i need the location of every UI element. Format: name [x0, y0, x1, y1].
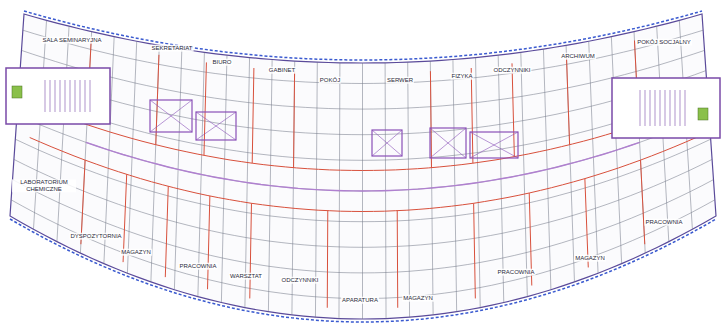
shaft-cross [470, 132, 518, 158]
room-label: SERWER [386, 77, 414, 84]
stair-tread [645, 90, 646, 126]
shaft-cross [430, 128, 466, 158]
stair-tread [680, 90, 681, 126]
grid-arc [13, 180, 714, 273]
corridor-wall [30, 138, 697, 212]
room-label: POKÓJ [319, 77, 341, 84]
partition-wall [474, 203, 476, 298]
stair-tread [660, 90, 661, 126]
shaft-cross [470, 132, 518, 158]
room-label: SEKRETARIAT [151, 45, 194, 52]
room-label: BIURO [211, 59, 232, 66]
room-label: MAGAZYN [120, 249, 152, 256]
partition-wall [327, 211, 329, 308]
stair-tread [45, 80, 46, 112]
grid-arc [11, 200, 715, 299]
stair-tread [640, 90, 641, 126]
stair-tread [75, 80, 76, 112]
partition-wall [471, 68, 473, 163]
stair-tread [85, 80, 86, 112]
shaft-cross [150, 100, 192, 132]
room-label: DYSPOZYTORNIA [69, 233, 122, 240]
partition-wall [397, 211, 399, 308]
partition-wall [250, 203, 252, 298]
room-label: SALA SEMINARYJNA [41, 37, 102, 44]
shaft-cross [150, 100, 192, 132]
room-label: POKÓJ SOCJALNY [636, 39, 692, 46]
stair-tread [655, 90, 656, 126]
stair-tread [70, 80, 71, 112]
facade-line [10, 219, 716, 322]
partition-wall [294, 71, 295, 167]
grid-arc [19, 91, 708, 161]
building-outline [10, 14, 716, 319]
room-label: ARCHIWUM [560, 53, 596, 60]
shaft-box [470, 132, 518, 158]
stair-core [6, 68, 110, 124]
room-label: WARSZTAT [229, 273, 263, 280]
shaft-box [150, 100, 192, 132]
facade-line [24, 11, 702, 60]
grid-line [33, 20, 46, 229]
room-label: PRACOWNIA [178, 263, 217, 270]
partition-wall [566, 55, 569, 145]
room-label: PRACOWNIA [644, 219, 683, 226]
room-label: GABINET [268, 67, 296, 74]
stair-tread [60, 80, 61, 112]
core-marker [12, 86, 22, 98]
shaft-box [372, 130, 402, 156]
stair-tread [670, 90, 671, 126]
stair-tread [650, 90, 651, 126]
room-label: ODCZYNNIKI [280, 277, 319, 284]
grid-arc [15, 139, 710, 222]
grid-arc [20, 71, 706, 135]
room-label: APARATURA [341, 297, 379, 304]
shaft-box [196, 112, 236, 140]
stair-tread [55, 80, 56, 112]
stair-core [612, 78, 720, 138]
grid-arc [17, 115, 709, 191]
grid-arc [14, 159, 712, 247]
shaft-cross [196, 112, 236, 140]
grid-arc [23, 30, 703, 83]
shaft-cross [196, 112, 236, 140]
shaft-cross [372, 130, 402, 156]
stair-tread [675, 90, 676, 126]
partition-wall [208, 196, 210, 289]
shaft-cross [372, 130, 402, 156]
core-marker [698, 108, 708, 120]
room-label: MAGAZYN [574, 255, 606, 262]
stair-tread [90, 80, 91, 112]
room-label: FIZYKA [450, 73, 473, 80]
room-label: ODCZYNNIKI [492, 67, 531, 74]
corridor-axis [86, 142, 640, 191]
partition-wall [165, 186, 168, 277]
stair-tread [80, 80, 81, 112]
grid-arc [22, 50, 705, 109]
shaft-box [430, 128, 466, 158]
corridor-wall [32, 105, 694, 171]
stair-tread [665, 90, 666, 126]
room-label: MAGAZYN [402, 295, 434, 302]
partition-wall [81, 160, 85, 244]
room-label: LABORATORIUM CHEMICZNE [12, 179, 76, 192]
partition-wall [512, 63, 514, 156]
room-label: PRACOWNIA [496, 269, 535, 276]
shaft-cross [430, 128, 466, 158]
partition-wall [252, 68, 254, 163]
stair-tread [50, 80, 51, 112]
stair-tread [685, 90, 686, 126]
stair-tread [65, 80, 66, 112]
partition-wall [204, 62, 206, 155]
grid-line [57, 26, 69, 241]
partition-wall [641, 160, 645, 244]
